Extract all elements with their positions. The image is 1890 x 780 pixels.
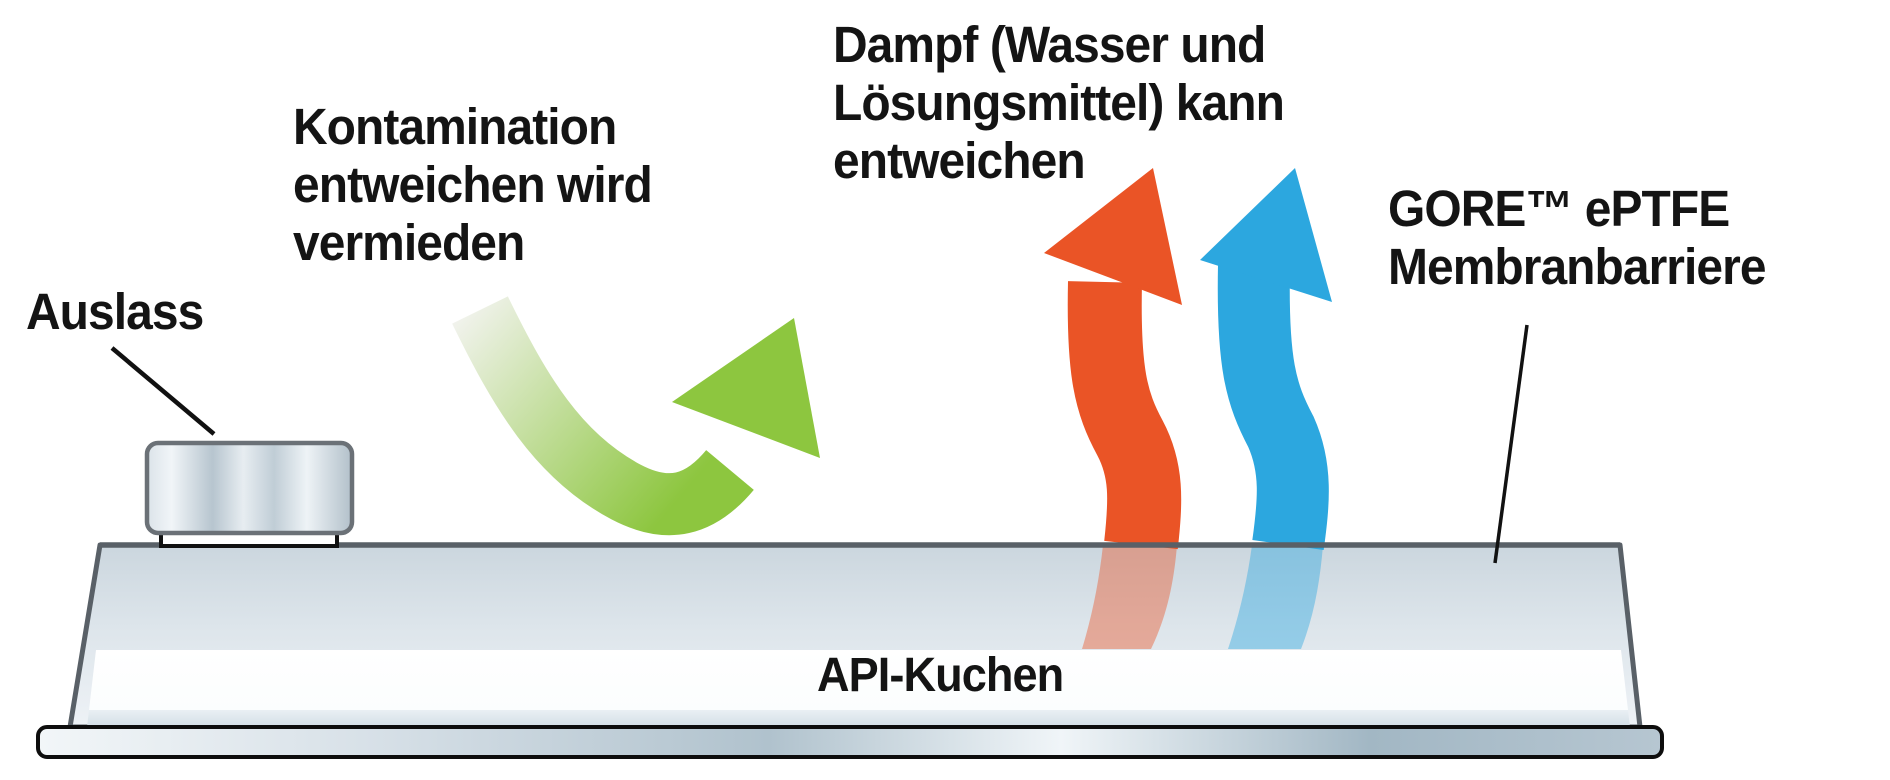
- green-curved-arrow-band: [452, 296, 754, 536]
- blue-vapor-arrow-band: [1217, 264, 1329, 550]
- label-api-kuchen: API-Kuchen: [817, 649, 1064, 702]
- green-curved-arrowhead: [672, 318, 820, 458]
- orange-vapor-inside-tray: [1082, 545, 1177, 649]
- label-kontamination: Kontamination entweichen wird vermieden: [293, 98, 653, 271]
- tray-bottom-strip: [87, 710, 1630, 727]
- membrane-leader-line: [1493, 324, 1529, 564]
- outlet-knob: [144, 440, 355, 536]
- orange-vapor-arrow-band: [1067, 281, 1182, 550]
- orange-vapor-arrowhead: [1044, 168, 1182, 305]
- base-plate: [36, 725, 1664, 759]
- api-cake-layer: [89, 650, 1628, 710]
- blue-vapor-arrowhead: [1200, 168, 1332, 302]
- auslass-leader-line: [110, 346, 216, 436]
- label-membrane: GORE™ ePTFE Membranbarriere: [1388, 180, 1767, 295]
- label-dampf: Dampf (Wasser und Lösungsmittel) kann en…: [833, 16, 1285, 189]
- blue-vapor-inside-tray: [1228, 545, 1323, 649]
- label-auslass: Auslass: [26, 283, 204, 340]
